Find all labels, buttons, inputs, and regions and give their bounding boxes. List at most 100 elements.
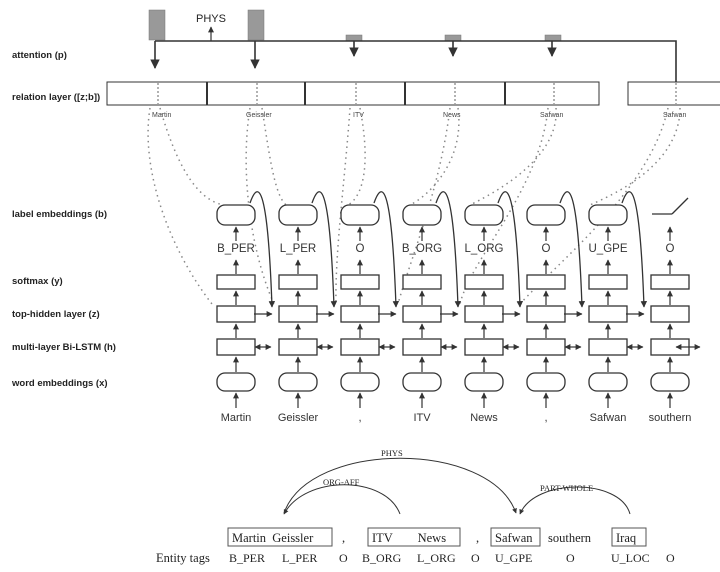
arc-part-whole [519,486,631,515]
arc-phys [283,457,517,514]
entity-box-martin-geissler [227,527,333,547]
top-hidden-box [340,305,380,323]
entity-tags-title: Entity tags [156,551,210,565]
label-text: O [542,243,551,255]
label-embedding-slash [671,197,689,215]
softmax-box [278,274,318,290]
attention-connector [150,40,677,82]
label-text: O [666,243,675,255]
label-embedding-box [278,204,318,226]
label-softmax: softmax (y) [12,276,63,287]
slot-label-itv: ITV [353,112,364,119]
label-embedding-box [340,204,380,226]
slot-label-safwan-2: Safwan [663,112,686,119]
attention-bar-safwan [544,34,562,42]
softmax-box [526,274,566,290]
word-embedding-box [588,372,628,392]
softmax-box [402,274,442,290]
entity-tag: O [471,551,480,565]
entity-martin-geissler: Martin Geissler [232,531,314,545]
slot-label-geissler: Geissler [246,112,272,119]
softmax-box [464,274,504,290]
column-3: B_ORG ITV [402,204,442,424]
label-text: B_PER [217,243,255,255]
arc-org-aff [283,484,401,515]
relation-slot-dividers [157,83,677,104]
word-embedding-box [526,372,566,392]
attention-bar-itv [345,34,363,42]
entity-tag: B_PER [229,551,265,565]
entity-box-itv-news [367,527,461,547]
entity-tag: O [339,551,348,565]
comma-2: , [476,531,479,545]
arc-part-whole-label: PART-WHOLE [540,483,593,493]
attention-bars [148,9,562,42]
word-text: Martin [221,412,252,424]
label-embedding-box [588,204,628,226]
label-attention: attention (p) [12,50,67,61]
label-text: B_ORG [402,243,442,255]
label-word-embeddings: word embeddings (x) [11,378,108,389]
word-southern: southern [548,531,592,545]
top-hidden-box [588,305,628,323]
bilstm-box [526,338,566,356]
bilstm-box [402,338,442,356]
word-text: , [544,412,547,424]
entity-tag: L_ORG [417,551,456,565]
word-text: southern [649,412,692,424]
relation-layer [106,81,720,106]
word-text: Geissler [278,412,319,424]
entity-box-iraq [611,527,647,547]
top-hidden-box [464,305,504,323]
softmax-box [340,274,380,290]
word-text: News [470,412,498,424]
word-text: ITV [413,412,431,424]
softmax-box [216,274,256,290]
entity-tag: U_LOC [611,551,650,565]
comma-1: , [342,531,345,545]
entity-tag: O [566,551,575,565]
top-hidden-box [278,305,318,323]
label-text: L_ORG [465,243,504,255]
attention-bar-news [444,34,462,42]
label-embedding-box [464,204,504,226]
entity-tag: U_GPE [495,551,532,565]
word-embedding-box [216,372,256,392]
entity-tag: B_ORG [362,551,402,565]
attention-bar-martin [148,9,166,41]
arc-org-aff-label: ORG-AFF [323,477,360,487]
label-text: O [356,243,365,255]
bilstm-box [340,338,380,356]
bilstm-box [216,338,256,356]
slot-label-safwan: Safwan [540,112,563,119]
bilstm-box [588,338,628,356]
word-embedding-box [402,372,442,392]
word-text: Safwan [590,412,627,424]
word-text: , [358,412,361,424]
entity-box-safwan [490,527,541,547]
top-hidden-box [650,305,690,323]
top-hidden-box [402,305,442,323]
attention-bar-geissler [247,9,265,41]
label-text: L_PER [280,243,316,255]
entity-example: PHYS ORG-AFF PART-WHOLE Martin Geissler … [156,448,675,565]
label-label-embeddings: label embeddings (b) [12,209,107,220]
label-embedding-box [402,204,442,226]
relation-slot-labels: Martin Geissler ITV News Safwan Safwan [152,112,686,119]
word-embedding-box [340,372,380,392]
slot-label-martin: Martin [152,112,172,119]
softmax-box [588,274,628,290]
column-0: B_PER Martin [216,204,256,424]
slot-label-news: News [443,112,461,119]
entity-iraq: Iraq [616,531,637,545]
column-4: L_ORG News [464,204,504,424]
column-1: L_PER Geissler [278,204,319,424]
softmax-box [650,274,690,290]
network-columns: B_PER Martin L_PER Geissler O, B_ORG ITV L_ORG N… [216,197,692,424]
word-embedding-box [464,372,504,392]
label-embedding-box [526,204,566,226]
